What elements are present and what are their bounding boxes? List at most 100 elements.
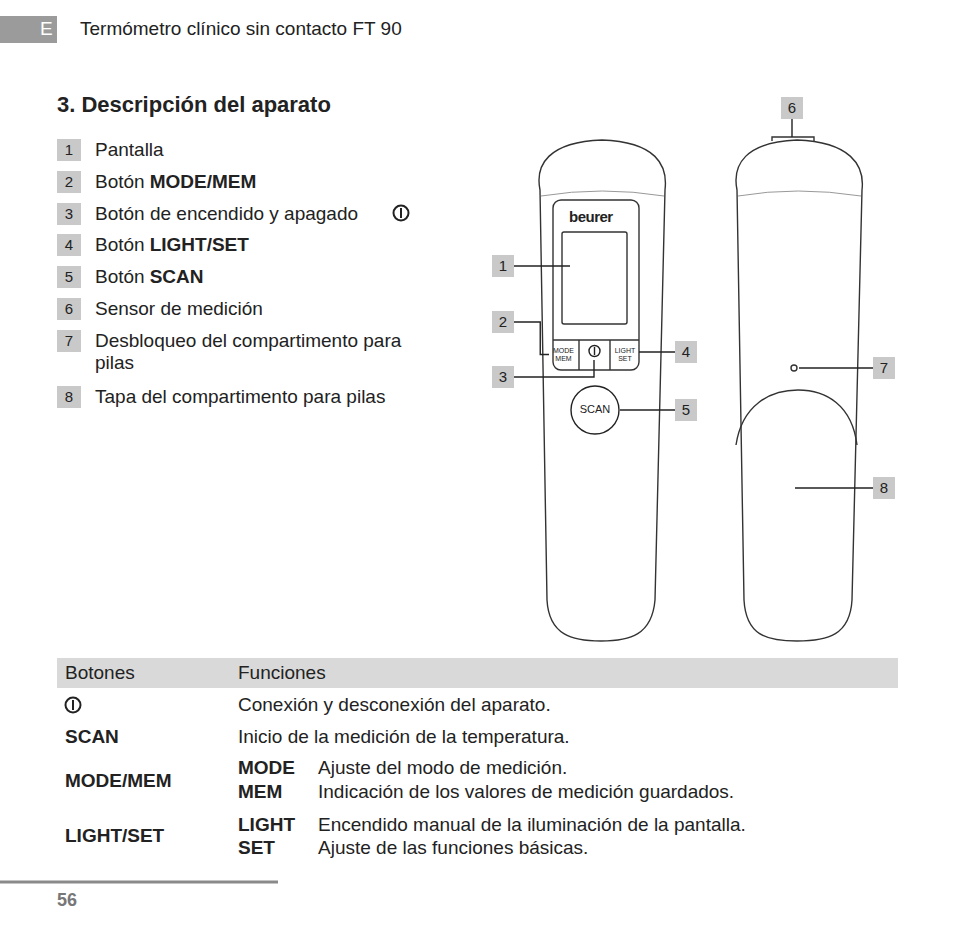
callout-number: 7 xyxy=(873,357,895,379)
table-cell: MODE/MEM xyxy=(65,770,172,792)
callout-text: 8 xyxy=(65,389,73,405)
callout-text: 3 xyxy=(65,206,73,222)
callout-number: 2 xyxy=(492,311,514,333)
table-cell: LIGHT xyxy=(238,814,295,836)
table-cell: Indicación de los valores de medición gu… xyxy=(318,781,734,803)
scan-button-circle xyxy=(571,386,619,434)
button-name: SCAN xyxy=(150,266,204,288)
language-tab xyxy=(0,16,57,43)
callout-number: 3 xyxy=(57,203,81,225)
callout-number: 3 xyxy=(492,366,514,388)
table-cell: SCAN xyxy=(65,726,119,748)
power-button-bar xyxy=(594,347,595,355)
callout-number: 4 xyxy=(675,341,697,363)
table-cell: LIGHT/SET xyxy=(65,825,164,847)
leader-line xyxy=(795,487,873,488)
button-divider xyxy=(578,340,579,370)
power-icon xyxy=(66,698,81,713)
callout-text: 3 xyxy=(499,369,507,385)
power-icon-bar xyxy=(400,208,402,218)
table-cell: Inicio de la medición de la temperatura. xyxy=(238,726,570,748)
callout-text: 4 xyxy=(65,237,73,253)
part-name: Botón xyxy=(95,171,145,193)
power-icon xyxy=(394,206,409,221)
part-name: Desbloqueo del compartimento para pilas xyxy=(95,330,445,374)
callout-text: 7 xyxy=(65,333,73,349)
table-cell: MODE xyxy=(238,757,295,779)
part-name: Botón xyxy=(95,266,145,288)
brand-logo: beurer xyxy=(569,208,613,225)
display-frame xyxy=(553,200,639,370)
power-icon-bar xyxy=(72,700,74,710)
table-cell: SET xyxy=(238,837,275,859)
callout-number: 1 xyxy=(492,255,514,277)
callout-text: 2 xyxy=(65,174,73,190)
button-name: MODE/MEM xyxy=(150,171,257,193)
callout-text: 7 xyxy=(880,360,888,376)
leader-line xyxy=(620,409,675,410)
table-cell: Conexión y desconexión del aparato. xyxy=(238,694,551,716)
table-cell: MEM xyxy=(238,781,282,803)
part-name: Pantalla xyxy=(95,139,164,161)
battery-latch xyxy=(791,365,797,371)
leader-line xyxy=(514,322,549,355)
leader-lines xyxy=(514,119,873,488)
display-screen xyxy=(562,232,627,324)
measuring-sensor xyxy=(772,137,814,141)
scan-button: SCAN xyxy=(570,385,620,435)
language-tab-text: E xyxy=(40,18,53,40)
callout-number: 6 xyxy=(781,97,803,119)
leader-line xyxy=(514,360,594,377)
running-header: Termómetro clínico sin contacto FT 90 xyxy=(80,18,402,40)
callout-number: 5 xyxy=(57,266,81,288)
button-name: LIGHT/SET xyxy=(150,234,249,256)
callout-number: 6 xyxy=(57,298,81,320)
table-cell: Ajuste de las funciones básicas. xyxy=(318,837,588,859)
callout-text: 1 xyxy=(65,142,73,158)
callout-text: 4 xyxy=(682,344,690,360)
callout-text: 5 xyxy=(65,269,73,285)
part-name: Botón xyxy=(95,234,145,256)
table-header: Botones xyxy=(65,662,135,684)
callout-text: 1 xyxy=(499,258,507,274)
table-header-bar xyxy=(57,658,898,688)
button-text: LIGHT SET xyxy=(614,347,636,362)
housing-cap-line xyxy=(738,191,861,196)
table-cell: Encendido manual de la iluminación de la… xyxy=(318,814,746,836)
callout-number: 7 xyxy=(57,330,81,352)
callout-text: 8 xyxy=(880,480,888,496)
table-header: Funciones xyxy=(238,662,326,684)
callout-text: 5 xyxy=(682,402,690,418)
page-number: 56 xyxy=(57,890,77,911)
callout-text: 2 xyxy=(499,314,507,330)
leader-line xyxy=(639,351,675,352)
callout-number: 8 xyxy=(57,386,81,408)
housing-outline xyxy=(736,140,862,641)
leader-line xyxy=(514,265,570,266)
button-text: MODE MEM xyxy=(553,347,575,362)
button-divider xyxy=(609,340,610,370)
callout-number: 2 xyxy=(57,171,81,193)
part-name: Botón de encendido y apagado xyxy=(95,203,358,225)
power-icon-ring xyxy=(394,206,409,221)
device-front xyxy=(539,140,665,641)
part-name: Sensor de medición xyxy=(95,298,263,320)
table-cell: Ajuste del modo de medición. xyxy=(318,757,567,779)
section-title: 3. Descripción del aparato xyxy=(57,92,331,117)
callout-number: 5 xyxy=(675,399,697,421)
callout-number: 1 xyxy=(57,139,81,161)
device-back xyxy=(736,137,862,641)
housing-cap-line xyxy=(541,191,664,196)
housing-outline xyxy=(539,140,665,641)
power-button-icon xyxy=(589,346,600,357)
callout-number: 8 xyxy=(873,477,895,499)
part-name: Tapa del compartimento para pilas xyxy=(95,386,385,408)
callout-number: 4 xyxy=(57,234,81,256)
callout-text: 6 xyxy=(65,301,73,317)
button-text: SCAN xyxy=(580,404,611,416)
power-icon-ring xyxy=(66,698,81,713)
leader-line xyxy=(799,367,873,368)
footer-rule xyxy=(0,881,278,884)
battery-cover xyxy=(736,390,857,445)
